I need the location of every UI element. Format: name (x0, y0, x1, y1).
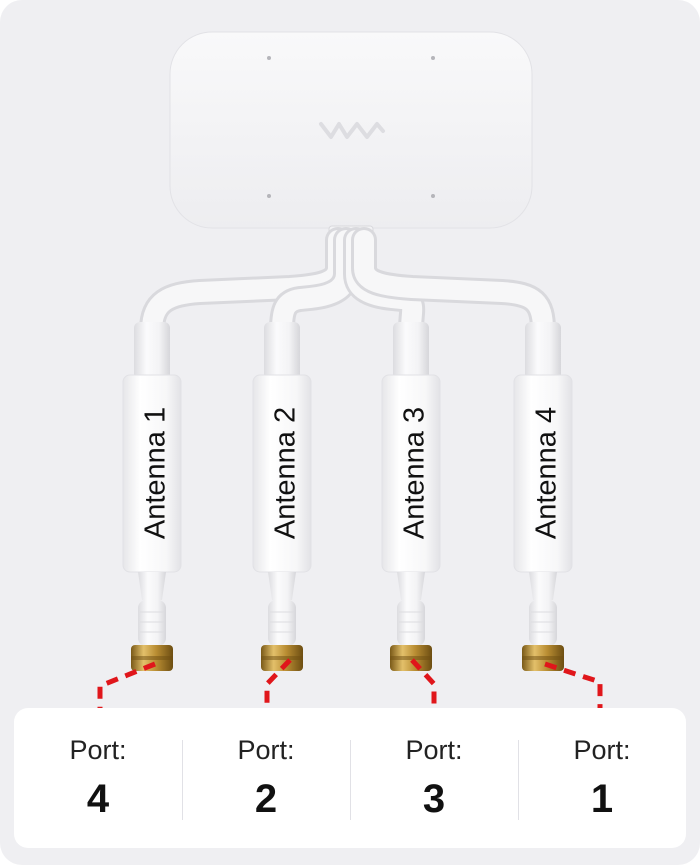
port-label: Port: (237, 734, 294, 766)
antenna-4-label: Antenna 4 (531, 407, 563, 539)
port-cell-3: Port: 3 (350, 708, 518, 848)
port-cell-4: Port: 1 (518, 708, 686, 848)
antenna-3: Antenna 3 (382, 322, 440, 671)
port-number: 3 (423, 776, 445, 822)
port-number: 4 (87, 776, 109, 822)
antenna-4: Antenna 4 (514, 322, 572, 671)
antenna-cables (152, 240, 543, 340)
port-panel: Port: 4 Port: 2 Port: 3 Port: 1 (14, 708, 686, 848)
port-number: 2 (255, 776, 277, 822)
antenna-3-label: Antenna 3 (399, 407, 431, 539)
port-label: Port: (69, 734, 126, 766)
port-label: Port: (573, 734, 630, 766)
antenna-1-label: Antenna 1 (140, 407, 172, 539)
antenna-2: Antenna 2 (253, 322, 311, 671)
antenna-device (170, 32, 532, 242)
port-cell-2: Port: 2 (182, 708, 350, 848)
antenna-1: Antenna 1 (123, 322, 181, 671)
port-cell-1: Port: 4 (14, 708, 182, 848)
port-number: 1 (591, 776, 613, 822)
port-label: Port: (405, 734, 462, 766)
antenna-2-label: Antenna 2 (270, 407, 302, 539)
